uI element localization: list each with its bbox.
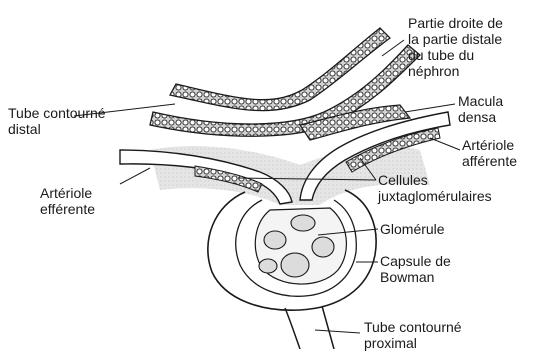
leader-macula-densa xyxy=(405,104,455,112)
label-line: néphron xyxy=(408,63,503,79)
label-line: Bowman xyxy=(380,269,451,285)
capillary-loop xyxy=(312,237,334,257)
label-line: Cellules xyxy=(378,172,492,188)
label-arteriole-afferente: Artériole afférente xyxy=(462,137,517,169)
capillary-loop xyxy=(281,253,309,277)
label-line: distal xyxy=(8,121,106,137)
label-glomerule: Glomérule xyxy=(380,221,445,237)
label-line: Tube contourné xyxy=(364,319,462,335)
capillary-loop xyxy=(291,215,315,231)
label-line: Partie droite de xyxy=(408,15,503,31)
label-line: densa xyxy=(458,109,503,125)
leader-tube-proximal xyxy=(315,330,360,333)
label-line: afférente xyxy=(462,153,517,169)
label-partie-droite-tube-distal: Partie droite de la partie distale du tu… xyxy=(408,15,503,79)
label-tube-contourne-proximal: Tube contourné proximal xyxy=(364,319,462,351)
label-line: du tube du xyxy=(408,47,503,63)
label-line: juxtaglomérulaires xyxy=(378,188,492,204)
label-arteriole-efferente: Artériole efférente xyxy=(40,185,95,217)
label-line: Artériole xyxy=(462,137,517,153)
label-line: Tube contourné xyxy=(8,105,106,121)
capillary-loop xyxy=(264,231,286,249)
label-macula-densa: Macula densa xyxy=(458,93,503,125)
label-line: Artériole xyxy=(40,185,95,201)
leader-arteriole-afferente xyxy=(430,138,460,150)
label-capsule-de-bowman: Capsule de Bowman xyxy=(380,253,451,285)
label-line: Capsule de xyxy=(380,253,451,269)
label-line: la partie distale xyxy=(408,31,503,47)
label-line: Glomérule xyxy=(380,221,445,237)
label-line: efférente xyxy=(40,201,95,217)
label-cellules-juxtaglomerulaires: Cellules juxtaglomérulaires xyxy=(378,172,492,204)
label-tube-contourne-distal: Tube contourné distal xyxy=(8,105,106,137)
label-line: Macula xyxy=(458,93,503,109)
capillary-loop xyxy=(259,259,277,273)
proximal-tube xyxy=(285,306,334,349)
leader-arteriole-efferente xyxy=(120,168,150,184)
